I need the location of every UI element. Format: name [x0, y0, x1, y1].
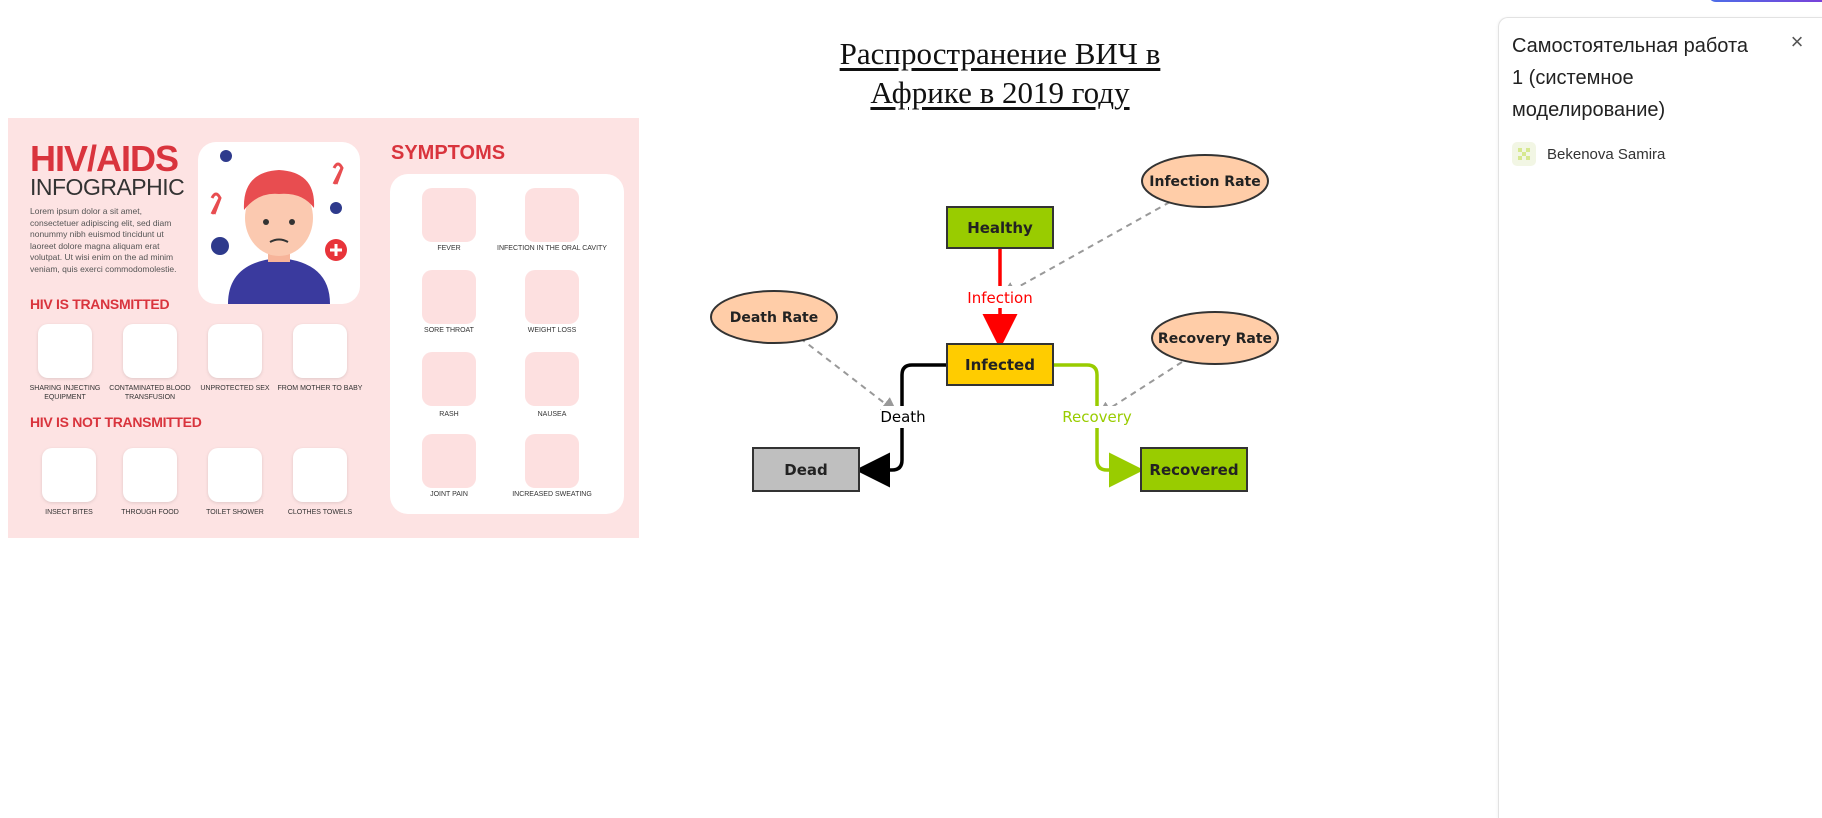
healthy-stock-label: Healthy [967, 219, 1033, 237]
not-transmitted-heading: HIV IS NOT TRANSMITTED [30, 414, 202, 430]
board-title-line-1: Распространение ВИЧ в [839, 36, 1161, 71]
recovered-stock[interactable] [1140, 447, 1248, 492]
transmitted-caption: FROM MOTHER TO BABY [277, 385, 363, 392]
death-rate-parameter[interactable] [710, 290, 838, 344]
death-flow-label: Death [880, 408, 925, 426]
recovery-rate-link [1096, 361, 1183, 418]
sick-person-illustration [198, 142, 360, 304]
board-title[interactable]: Распространение ВИЧ в Африке в 2019 году [780, 34, 1220, 112]
infographic-lorem-text: Lorem ipsum dolor a sit amet, consectetu… [30, 206, 177, 274]
symptom-caption: RASH [439, 411, 459, 418]
board-canvas[interactable]: Распространение ВИЧ в Африке в 2019 году… [0, 0, 1498, 813]
pregnant-mother-icon [293, 324, 347, 378]
infection-flow-label: Infection [967, 289, 1032, 307]
toilet-icon [208, 448, 262, 502]
joint-pain-icon [422, 434, 476, 488]
panel-title: Самостоятельная работа 1 (системное моде… [1512, 35, 1749, 121]
symptom-caption: NAUSEA [537, 411, 567, 418]
weight-scale-icon [525, 270, 579, 324]
infographic-subtitle: INFOGRAPHIC [30, 174, 185, 200]
corner-accent [1708, 0, 1822, 2]
close-panel-button[interactable]: × [1785, 30, 1809, 54]
infected-stock-label: Infected [965, 356, 1035, 374]
dead-stock[interactable] [752, 447, 860, 492]
healthy-stock[interactable] [946, 206, 1054, 249]
recovery-rate-label: Recovery Rate [1158, 331, 1272, 347]
author-name: Bekenova Samira [1547, 145, 1666, 163]
sweating-icon [525, 434, 579, 488]
board-title-line-2: Африке в 2019 году [870, 75, 1130, 110]
symptoms-heading: SYMPTOMS [391, 142, 506, 164]
dead-stock-label: Dead [784, 461, 827, 479]
infected-stock[interactable] [946, 343, 1054, 386]
infection-rate-label: Infection Rate [1149, 174, 1260, 190]
sick-person-icon [210, 150, 347, 304]
symptom-caption: SORE THROAT [424, 327, 474, 334]
fever-icon [422, 188, 476, 242]
transmitted-heading: HIV IS TRANSMITTED [30, 296, 170, 312]
transmitted-caption: UNPROTECTED SEX [200, 385, 270, 392]
recovery-rate-parameter[interactable] [1151, 311, 1279, 365]
oral-infection-icon [525, 188, 579, 242]
nausea-icon [525, 352, 579, 406]
hiv-infographic-image[interactable]: HIV/AIDS INFOGRAPHIC Lorem ipsum dolor a… [8, 118, 639, 538]
infection-rate-parameter[interactable] [1141, 154, 1269, 208]
food-bowl-icon [123, 448, 177, 502]
condom-icon [208, 324, 262, 378]
not-transmitted-caption: INSECT BITES [45, 509, 93, 516]
avatar [1512, 142, 1536, 166]
board-info-panel: Самостоятельная работа 1 (системное моде… [1498, 17, 1822, 818]
mosquito-icon [42, 448, 96, 502]
symptom-caption: WEIGHT LOSS [527, 327, 577, 334]
stock-flow-diagram[interactable]: Infection Death Recovery Healthy Infecte… [700, 140, 1280, 510]
not-transmitted-caption: CLOTHES TOWELS [287, 509, 353, 516]
symptom-caption: INFECTION IN THE ORAL CAVITY [497, 245, 607, 252]
sore-throat-icon [422, 270, 476, 324]
death-rate-link [799, 337, 898, 414]
symptom-caption: INCREASED SWEATING [512, 491, 592, 498]
transmitted-caption: SHARING INJECTING EQUIPMENT [29, 385, 101, 401]
not-transmitted-caption: THROUGH FOOD [121, 509, 179, 516]
symptom-caption: FEVER [437, 245, 461, 252]
recovery-flow-label: Recovery [1062, 408, 1132, 426]
not-transmitted-caption: TOILET SHOWER [206, 509, 264, 516]
clothes-towel-icon [293, 448, 347, 502]
avatar-pattern-icon [1518, 148, 1530, 160]
infographic-title: HIV/AIDS [30, 138, 179, 179]
symptom-caption: JOINT PAIN [430, 491, 468, 498]
blood-bag-icon [123, 324, 177, 378]
recovered-stock-label: Recovered [1149, 461, 1238, 479]
death-rate-label: Death Rate [730, 310, 819, 326]
author-row[interactable]: Bekenova Samira [1512, 142, 1665, 166]
rash-icon [422, 352, 476, 406]
transmitted-caption: CONTAMINATED BLOOD TRANSFUSION [109, 385, 191, 401]
syringe-icon [38, 324, 92, 378]
